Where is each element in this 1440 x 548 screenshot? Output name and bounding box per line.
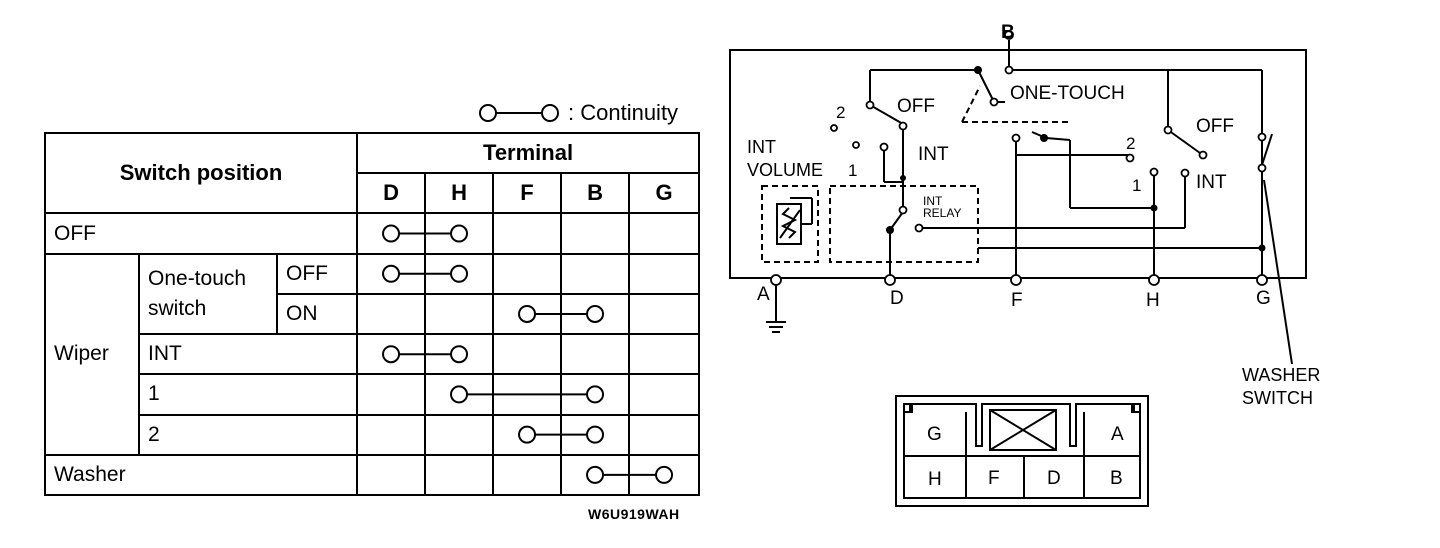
terminal-label-d: D	[890, 288, 904, 309]
label-1-left: 1	[848, 161, 857, 180]
cell	[628, 373, 701, 416]
label-1-mid: 1	[1132, 176, 1141, 195]
cell	[628, 212, 701, 255]
legend-text: : Continuity	[568, 100, 679, 125]
int-volume-box	[761, 185, 819, 263]
label-washer-switch-2: SWITCH	[1242, 388, 1313, 408]
label-int-volume-1: INT	[747, 137, 776, 157]
row-label-1: 1	[137, 373, 359, 416]
label-washer-switch-1: WASHER	[1242, 365, 1320, 385]
row-label-one-touch: One-touch switch	[138, 252, 278, 336]
row-label-washer: Washer	[43, 453, 359, 497]
row-label-wiper: Wiper	[44, 252, 140, 456]
cell	[628, 252, 701, 295]
cell	[492, 453, 563, 497]
row-label-int: INT	[137, 333, 359, 376]
one-touch-line2: switch	[148, 296, 207, 320]
label-2-left: 2	[836, 103, 845, 122]
cell	[356, 413, 427, 456]
table-row: INT	[45, 333, 701, 376]
cell	[560, 212, 631, 255]
cell	[356, 292, 427, 336]
label-off-left: OFF	[897, 96, 935, 117]
figure-code: W6U919WAH	[588, 506, 680, 522]
cell	[560, 252, 631, 295]
label-int-relay-2: RELAY	[923, 206, 961, 220]
label-int-right: INT	[1196, 172, 1227, 193]
table-row: 1	[45, 373, 701, 416]
terminal-label-b: B	[1001, 22, 1015, 43]
cell	[492, 252, 563, 295]
cell	[492, 212, 563, 255]
label-int-left: INT	[918, 144, 949, 165]
table-row: Wiper One-touch switch OFF	[44, 252, 701, 456]
terminal-header-g: G	[628, 172, 701, 215]
cell	[628, 413, 701, 456]
cell	[628, 333, 701, 376]
label-int-volume-2: VOLUME	[747, 160, 823, 180]
cell	[560, 333, 631, 376]
terminal-header-b: B	[560, 172, 631, 215]
table-row: OFF	[43, 212, 701, 255]
terminal-header-h: H	[424, 172, 495, 215]
continuity-symbol	[479, 104, 559, 122]
terminal-header-f: F	[492, 172, 563, 215]
label-2-mid: 2	[1126, 134, 1135, 153]
cell	[492, 333, 563, 376]
cell	[424, 292, 495, 336]
cell	[424, 413, 495, 456]
int-relay-box	[829, 185, 979, 263]
one-touch-line1: One-touch	[148, 266, 247, 290]
label-one-touch: ONE-TOUCH	[1010, 83, 1125, 104]
continuity-table: Switch position Terminal D H F B G OFF W…	[43, 131, 701, 497]
terminal-label-h: H	[1146, 290, 1160, 311]
terminal-header-d: D	[356, 172, 427, 215]
label-off-right: OFF	[1196, 116, 1234, 137]
row-label-one-touch-off: OFF	[275, 252, 359, 295]
row-label-2: 2	[137, 413, 359, 456]
cell	[424, 453, 495, 497]
cell	[356, 373, 427, 416]
terminal-label-a: A	[757, 284, 770, 305]
continuity-legend: : Continuity	[476, 98, 678, 128]
cell	[628, 292, 701, 336]
header-terminal: Terminal	[356, 131, 701, 175]
cell	[356, 453, 427, 497]
row-label-off: OFF	[43, 212, 359, 255]
header-switch-position: Switch position	[43, 131, 359, 215]
terminal-label-g: G	[1256, 288, 1271, 309]
terminal-label-f: F	[1011, 290, 1023, 311]
row-label-one-touch-on: ON	[275, 292, 359, 336]
label-int-relay-1: INT	[923, 194, 943, 208]
